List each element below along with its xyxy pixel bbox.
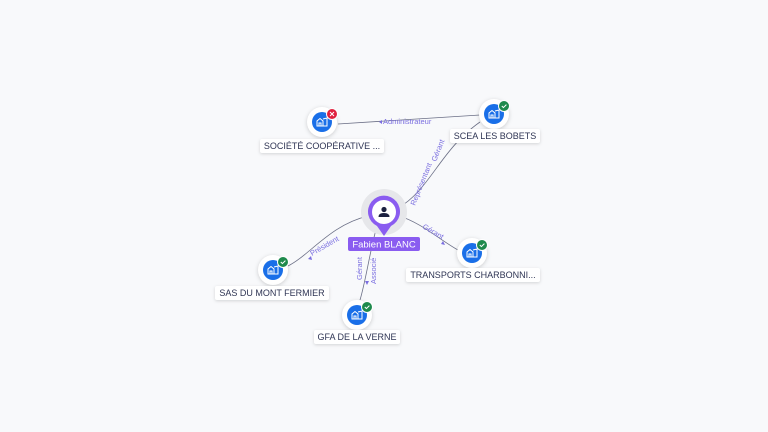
node-label-box: [314, 330, 400, 344]
company-node[interactable]: TRANSPORTS CHARBONNI...: [406, 238, 540, 282]
check-icon: [280, 260, 286, 265]
company-name: SCEA LES BOBETS: [454, 131, 537, 141]
company-node[interactable]: SAS DU MONT FERMIER: [215, 255, 329, 300]
edge-arrow: [379, 120, 382, 124]
building-icon: [488, 109, 500, 119]
status-badge: [477, 240, 487, 250]
company-name: TRANSPORTS CHARBONNI...: [410, 270, 535, 280]
status-badge: [278, 257, 288, 267]
edge-arrow: [365, 281, 369, 285]
edge-arrow: [441, 241, 445, 245]
edge-label-associe: Associé: [369, 258, 378, 284]
node-label-box: [215, 286, 329, 300]
edge-label-gerant-transports: Gérant: [421, 222, 446, 242]
company-name: GFA DE LA VERNE: [317, 332, 396, 342]
check-icon: [364, 305, 370, 310]
node-label-box: [406, 268, 540, 282]
node-label-box: [260, 139, 384, 153]
edge-person-sas: [287, 215, 369, 267]
edge-arrow: [308, 256, 312, 260]
status-badge: [362, 302, 372, 312]
check-icon: [479, 243, 485, 248]
user-icon: [378, 206, 390, 217]
status-badge: [499, 101, 509, 111]
edge-label-administrateur: Administrateur: [383, 117, 432, 126]
edge-label-representant: Représentant: [409, 161, 435, 207]
company-node[interactable]: SOCIÉTÉ COOPÉRATIVE ...: [260, 107, 384, 153]
building-icon: [466, 248, 478, 258]
company-node[interactable]: GFA DE LA VERNE: [314, 300, 400, 344]
check-icon: [501, 104, 507, 109]
person-name: Fabien BLANC: [352, 240, 416, 251]
building-icon: [316, 117, 328, 127]
edge-label-gerant: Gérant: [430, 137, 447, 162]
cross-icon: [329, 111, 335, 117]
edge-label-gerant-gfa: Gérant: [355, 256, 364, 280]
person-label-box: [348, 237, 420, 251]
building-icon: [351, 310, 363, 320]
company-node[interactable]: SCEA LES BOBETS: [450, 99, 540, 143]
edge-scea-societe: [337, 114, 481, 125]
company-name: SOCIÉTÉ COOPÉRATIVE ...: [264, 141, 380, 151]
person-node[interactable]: Fabien BLANC: [348, 189, 420, 251]
edge-label-president: Président: [309, 234, 342, 258]
node-label-box: [450, 129, 540, 143]
building-icon: [267, 265, 279, 275]
company-name: SAS DU MONT FERMIER: [219, 288, 325, 298]
